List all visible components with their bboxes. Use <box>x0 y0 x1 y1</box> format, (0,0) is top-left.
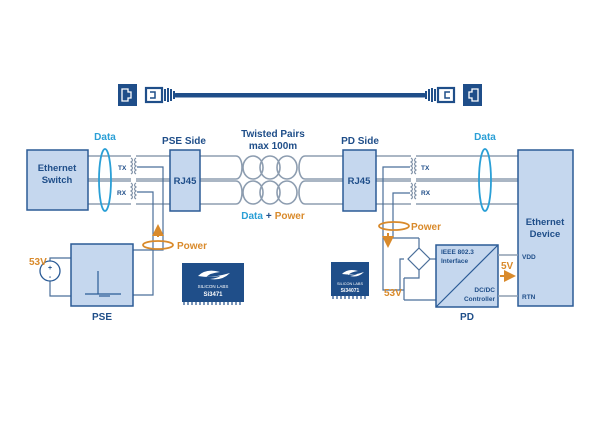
chip-right-part: Si34071 <box>341 288 360 294</box>
ieee-label-2: Interface <box>441 258 468 265</box>
data-label-left: Data <box>94 132 116 143</box>
ethernet-device-box <box>517 149 574 307</box>
ethernet-switch-label-2: Switch <box>42 175 73 186</box>
chip-left-brand: SILICON LABS <box>198 284 229 289</box>
cable-line <box>174 93 426 98</box>
silicon-labs-logo-icon <box>342 270 364 277</box>
power-label-left: Power <box>177 241 207 252</box>
dcdc-label-2: Controller <box>464 296 496 303</box>
dcdc-label-1: DC/DC <box>474 287 495 294</box>
tx-left-label: TX <box>118 165 127 172</box>
data-word: Data <box>241 211 263 222</box>
transformer-right-rx <box>409 182 418 200</box>
power-label-right: Power <box>411 222 441 233</box>
rx-left-label: RX <box>117 190 127 197</box>
53v-label-right: 53V <box>384 288 402 299</box>
ethernet-device-label-1: Ethernet <box>526 217 565 228</box>
chip-right-brand: SILICON LABS <box>337 282 363 286</box>
rj45-left-box <box>169 149 201 212</box>
pse-box <box>70 243 134 307</box>
wires-right <box>376 155 518 291</box>
pd-divider <box>435 244 499 308</box>
jack-left-icon <box>118 84 137 106</box>
silicon-labs-logo-icon <box>198 270 230 280</box>
rj45-right-box <box>342 149 377 212</box>
jack-right-icon <box>463 84 482 106</box>
chip-si3471 <box>182 263 244 305</box>
plus-sign: + <box>266 211 272 222</box>
pse-label: PSE <box>92 312 112 323</box>
max-distance-label: max 100m <box>249 141 297 152</box>
tx-right-label: TX <box>421 165 430 172</box>
pd-label: PD <box>460 312 474 323</box>
rj45-right-label: RJ45 <box>348 176 371 187</box>
twisted-pairs-label: Twisted Pairs <box>241 129 305 140</box>
mosfet-icon <box>85 271 121 297</box>
wires-left <box>88 155 170 296</box>
transformer-left-rx <box>129 182 138 200</box>
data-ellipse-right <box>478 148 492 212</box>
ieee-label-1: IEEE 802.3 <box>441 249 474 256</box>
vdd-label: VDD <box>522 254 536 261</box>
data-ellipse-left <box>98 148 112 212</box>
data-label-right: Data <box>474 132 496 143</box>
rx-right-label: RX <box>421 190 431 197</box>
pd-side-label: PD Side <box>341 136 379 147</box>
plug-right-icon <box>436 86 456 104</box>
pse-side-label: PSE Side <box>162 136 206 147</box>
twisted-pairs <box>200 155 343 205</box>
power-ellipse-left <box>142 240 174 250</box>
53v-label-left: 53V <box>29 257 47 268</box>
chip-si34071 <box>331 262 369 299</box>
power-ellipse-right <box>378 221 410 231</box>
source-plus: + <box>48 265 52 272</box>
rtn-label: RTN <box>522 294 536 301</box>
ethernet-switch-label-1: Ethernet <box>38 163 77 174</box>
transformer-left-tx <box>129 157 138 175</box>
ethernet-cable-icon <box>118 84 482 106</box>
5v-label: 5V <box>501 261 514 272</box>
ethernet-switch-box <box>26 149 89 211</box>
power-word: Power <box>275 211 305 222</box>
chip-left-part: Si3471 <box>203 292 223 298</box>
rj45-left-label: RJ45 <box>174 176 197 187</box>
source-minus: - <box>49 274 52 281</box>
transformer-right-tx <box>409 157 418 175</box>
plug-left-icon <box>144 86 164 104</box>
voltage-source-icon <box>39 260 61 282</box>
ethernet-device-label-2: Device <box>530 229 561 240</box>
bridge-rectifier-icon <box>399 238 436 290</box>
data-plus-power-label: Data+Power <box>241 211 305 222</box>
